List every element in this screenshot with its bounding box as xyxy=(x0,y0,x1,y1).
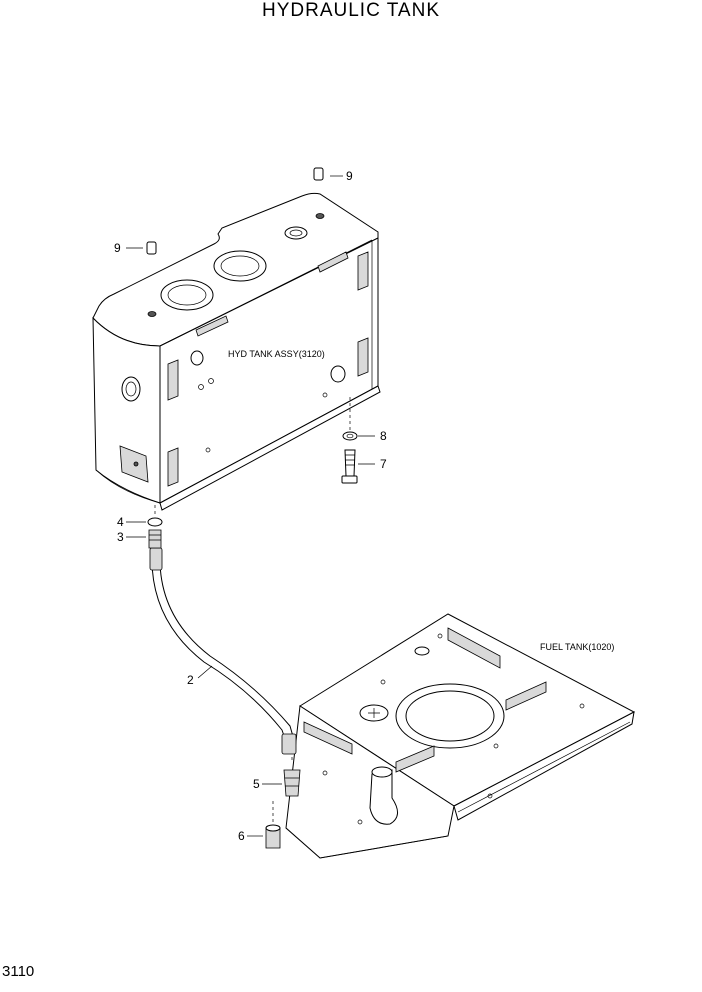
callout-3: 3 xyxy=(117,530,124,544)
part-5-adapter xyxy=(283,769,301,797)
fuel-tank-assembly xyxy=(285,613,636,859)
callout-2: 2 xyxy=(187,673,194,687)
suction-hose xyxy=(149,547,297,755)
callout-4: 4 xyxy=(117,515,124,529)
hyd-tank-note: HYD TANK ASSY(3120) xyxy=(228,349,325,359)
callout-9-left: 9 xyxy=(114,241,121,255)
callout-9-top: 9 xyxy=(346,169,353,183)
part-7-bolt xyxy=(341,449,358,484)
callout-6: 6 xyxy=(238,829,245,843)
part-6-fitting xyxy=(265,824,281,849)
part-9b-plug xyxy=(313,167,324,181)
part-9a-plug xyxy=(146,241,157,255)
fuel-tank-note: FUEL TANK(1020) xyxy=(540,642,614,652)
callout-8: 8 xyxy=(380,429,387,443)
part-3-connector xyxy=(148,529,162,549)
callout-7: 7 xyxy=(380,457,387,471)
hydraulic-tank-assembly xyxy=(92,192,381,511)
page-number: 3110 xyxy=(2,963,35,980)
callout-leaders xyxy=(126,175,375,837)
callout-5: 5 xyxy=(253,777,260,791)
drawing-title: HYDRAULIC TANK xyxy=(262,0,440,21)
part-4-o-ring xyxy=(147,517,163,527)
part-8-washer xyxy=(342,431,358,441)
